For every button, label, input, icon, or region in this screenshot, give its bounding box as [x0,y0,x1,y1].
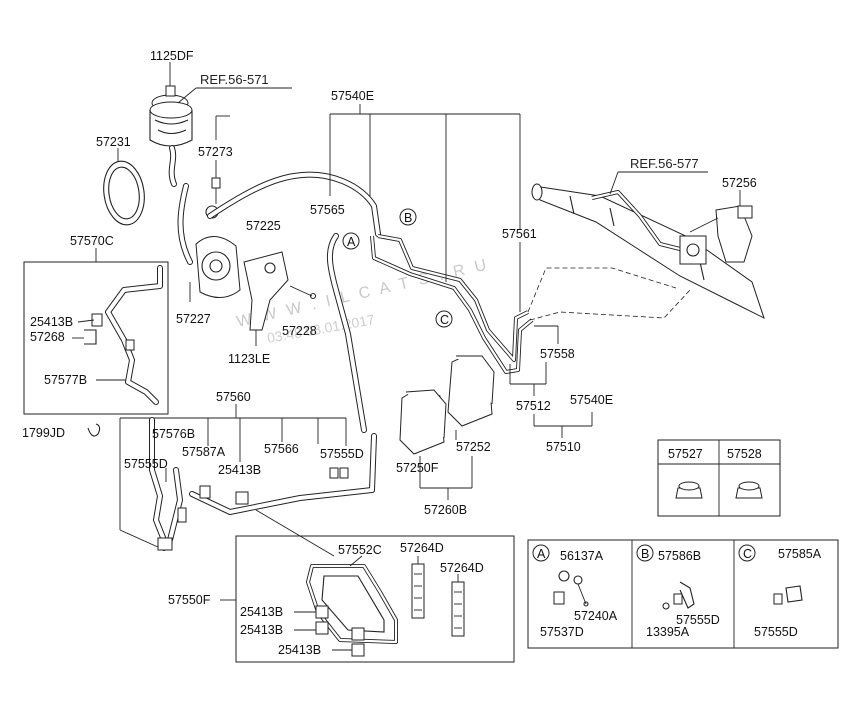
leader-57550F-link [255,509,335,557]
label-25413B-b: 25413B [218,463,261,477]
clamp-strips-57264D [411,556,465,637]
label-57570C: 57570C [70,234,114,248]
label-1799JD: 1799JD [22,426,65,440]
nut-table [657,439,781,517]
callout-A-main: A [342,232,360,250]
filter-ring-57231 [103,148,145,226]
label-57512: 57512 [516,399,551,413]
label-13395A: 13395A [646,625,690,639]
label-57586B: 57586B [658,549,701,563]
label-57268: 57268 [30,330,65,344]
steering-gear [531,183,765,319]
label-57228: 57228 [282,324,317,338]
label-57260B: 57260B [424,503,467,517]
leader-ref56571 [177,87,197,104]
label-57540E-bot: 57540E [570,393,613,407]
label-57537D: 57537D [540,625,584,639]
label-ref56571: REF.56-571 [200,72,269,87]
label-57264D-b: 57264D [440,561,484,575]
label-57576B: 57576B [152,427,195,441]
dashed-connector-gear-2 [529,289,691,321]
label-57566: 57566 [264,442,299,456]
cooler-tube-57550F [294,555,398,657]
callout-A-panel: A [532,544,550,562]
heat-shields [399,355,495,500]
pump-assembly [189,160,317,346]
callout-B-panel-text: B [641,547,649,561]
label-57252: 57252 [456,440,491,454]
label-25413B-a: 25413B [30,315,73,329]
label-57231: 57231 [96,135,131,149]
leaders-right-group [509,242,593,438]
hose-57570C [84,265,163,405]
callout-C-panel-text: C [743,547,752,561]
callout-B-panel: B [636,544,654,562]
label-57528: 57528 [727,447,762,461]
label-57510: 57510 [546,440,581,454]
label-56137A: 56137A [560,549,604,563]
reservoir-assembly [149,78,193,265]
label-57527: 57527 [668,447,703,461]
hose-57560 [149,417,377,551]
label-57587A: 57587A [182,445,226,459]
callout-A-main-text: A [347,235,356,249]
label-57550F: 57550F [168,593,211,607]
label-57565: 57565 [310,203,345,217]
dashed-connector-gear [527,267,677,313]
label-57552C: 57552C [338,543,382,557]
label-57561: 57561 [502,227,537,241]
label-57227: 57227 [176,312,211,326]
callout-C-main: C [435,310,453,328]
label-57273: 57273 [198,145,233,159]
leaders-57560 [119,404,347,549]
callout-B-main-text: B [404,211,412,225]
leader-25413B-a [77,319,95,323]
label-1123LE: 1123LE [228,352,270,366]
label-25413B-d: 25413B [240,623,283,637]
label-57250F: 57250F [396,461,439,475]
callout-B-main: B [399,208,417,226]
box-57550F [235,535,515,663]
callout-A-panel-text: A [537,547,546,561]
leader-ref56577 [609,171,619,195]
clip-1799JD [87,423,101,437]
label-57225: 57225 [246,219,281,233]
label-57555D-c: 57555D [676,613,720,627]
label-57240A: 57240A [574,609,618,623]
label-57264D-a: 57264D [400,541,444,555]
label-25413B-c: 25413B [240,605,283,619]
leaders-57540E-top [215,104,521,282]
label-57560: 57560 [216,390,251,404]
pressure-hose [207,171,534,433]
label-57555D-b: 57555D [320,447,364,461]
label-57558: 57558 [540,347,575,361]
label-ref56577: REF.56-577 [630,156,699,171]
label-57555D-d: 57555D [754,625,798,639]
label-57577B: 57577B [44,373,87,387]
callout-C-main-text: C [440,313,449,327]
label-25413B-e: 25413B [278,643,321,657]
label-57585A: 57585A [778,547,822,561]
label-57540E-top: 57540E [331,89,374,103]
label-57256: 57256 [722,176,757,190]
label-57555D-a: 57555D [124,457,168,471]
detail-panel [527,539,839,649]
label-1125DF: 1125DF [150,49,194,63]
callout-C-panel: C [738,544,756,562]
